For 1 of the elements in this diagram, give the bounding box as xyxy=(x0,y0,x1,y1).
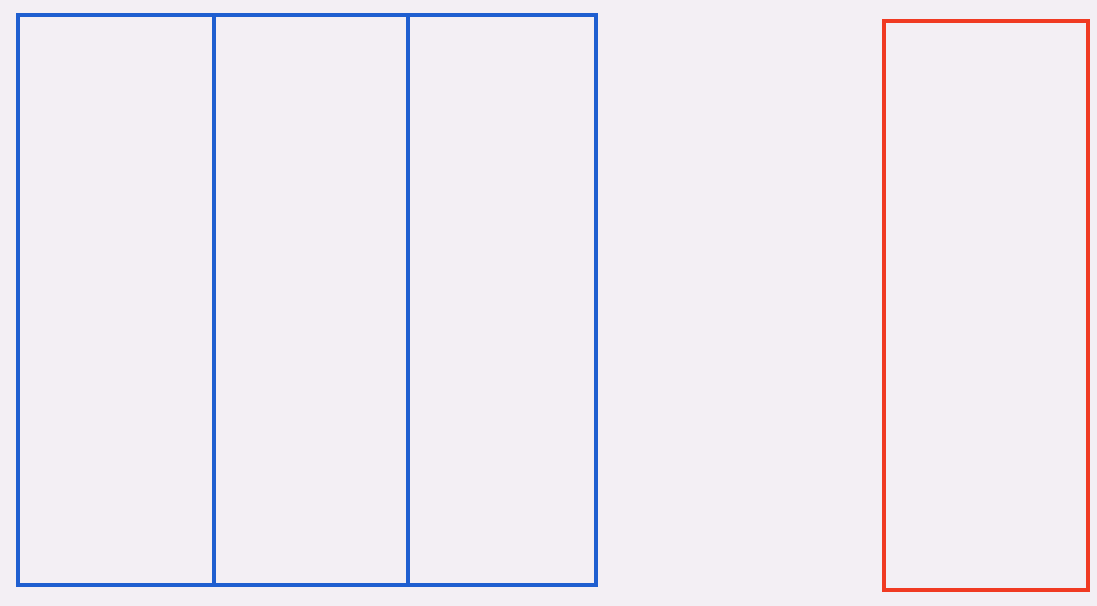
empty-panel xyxy=(882,19,1090,592)
